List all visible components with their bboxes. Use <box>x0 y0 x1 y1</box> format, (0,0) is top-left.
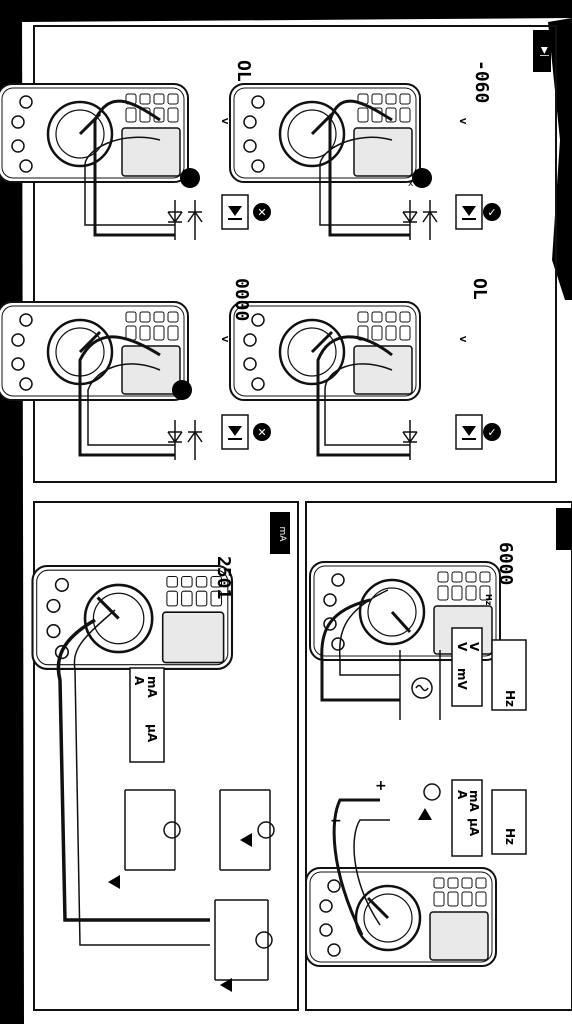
status-icons: ✕ ✕ ✓ ✓ <box>253 203 501 441</box>
reading-test-3: 0000 <box>231 278 252 321</box>
label-a: A <box>132 676 146 686</box>
multimeter-frequency-voltage <box>308 560 502 662</box>
hz-label-2: Hz <box>503 828 517 845</box>
svg-text:V: V <box>220 336 229 343</box>
reading-frequency: 6000 <box>495 542 516 585</box>
svg-text:✕: ✕ <box>257 426 266 439</box>
svg-text:V: V <box>220 118 229 125</box>
torn-corner <box>548 18 572 300</box>
reading-test-2: -060 <box>471 60 492 103</box>
label-ma-2: mA <box>467 790 481 813</box>
left-scan-edge <box>0 0 24 1024</box>
label-v-ac: V <box>467 642 481 652</box>
voltage-function-labels: V V mV <box>455 642 481 691</box>
svg-text:V: V <box>458 118 467 125</box>
hz-label: Hz <box>503 690 517 707</box>
current-function-labels-2: mA A µA <box>455 790 481 837</box>
label-ma: mA <box>145 676 159 699</box>
reading-test-1: OL <box>233 60 254 82</box>
label-mv: mV <box>455 668 469 691</box>
minus-sign: − <box>330 813 342 829</box>
probe-leads-diode <box>78 99 410 457</box>
voltage-function-box <box>451 627 483 707</box>
reading-current: 2501 <box>213 556 234 599</box>
hz-function-box <box>491 639 527 711</box>
ac-sources <box>399 650 441 801</box>
label-ua-2: µA <box>467 818 481 837</box>
svg-text:V: V <box>458 336 467 343</box>
top-scan-edge <box>22 0 572 22</box>
ma-tab-icon <box>270 512 290 554</box>
svg-text:▶|: ▶| <box>539 47 549 57</box>
diode-circuits <box>167 200 438 460</box>
lcd-units: V V V V Hz <box>220 118 493 606</box>
current-function-box-2 <box>451 779 483 857</box>
multimeter-current <box>31 564 234 671</box>
frequency-leads <box>320 589 400 936</box>
reading-test-4: OL <box>469 278 490 300</box>
svg-text:✓: ✓ <box>487 426 496 439</box>
current-leads <box>56 609 210 946</box>
multimeter-2 <box>228 300 422 402</box>
diode-section-frame <box>33 25 557 483</box>
svg-text:✓: ✓ <box>487 206 496 219</box>
hz-function-box-2 <box>491 789 527 855</box>
plus-sign: + <box>375 778 387 794</box>
beeper-icons: x <box>172 168 432 400</box>
multimeter-4 <box>0 300 190 402</box>
arrow-icons <box>108 833 252 992</box>
diode-tab-icon <box>533 30 551 72</box>
svg-text:✕: ✕ <box>257 206 266 219</box>
label-ua: µA <box>145 724 159 743</box>
label-v-dc: V <box>455 642 469 652</box>
frequency-section-frame <box>305 501 572 1011</box>
series-circuits <box>124 789 275 981</box>
multimeter-1 <box>228 82 422 184</box>
hz-tab-icon <box>556 508 572 550</box>
up-arrow-icon <box>418 808 432 820</box>
diode-mode-symbols <box>228 206 476 440</box>
svg-text:x: x <box>408 179 414 189</box>
current-function-box <box>129 667 165 763</box>
label-a-2: A <box>455 790 469 800</box>
current-function-labels: mA A µA <box>132 676 159 743</box>
lcd-readings: OL -060 0000 OL 2501 6000 <box>213 60 516 599</box>
svg-text:mA: mA <box>277 527 287 543</box>
current-section-frame <box>33 501 299 1011</box>
multimeter-frequency-current <box>304 866 498 968</box>
svg-text:Hz: Hz <box>484 594 493 606</box>
